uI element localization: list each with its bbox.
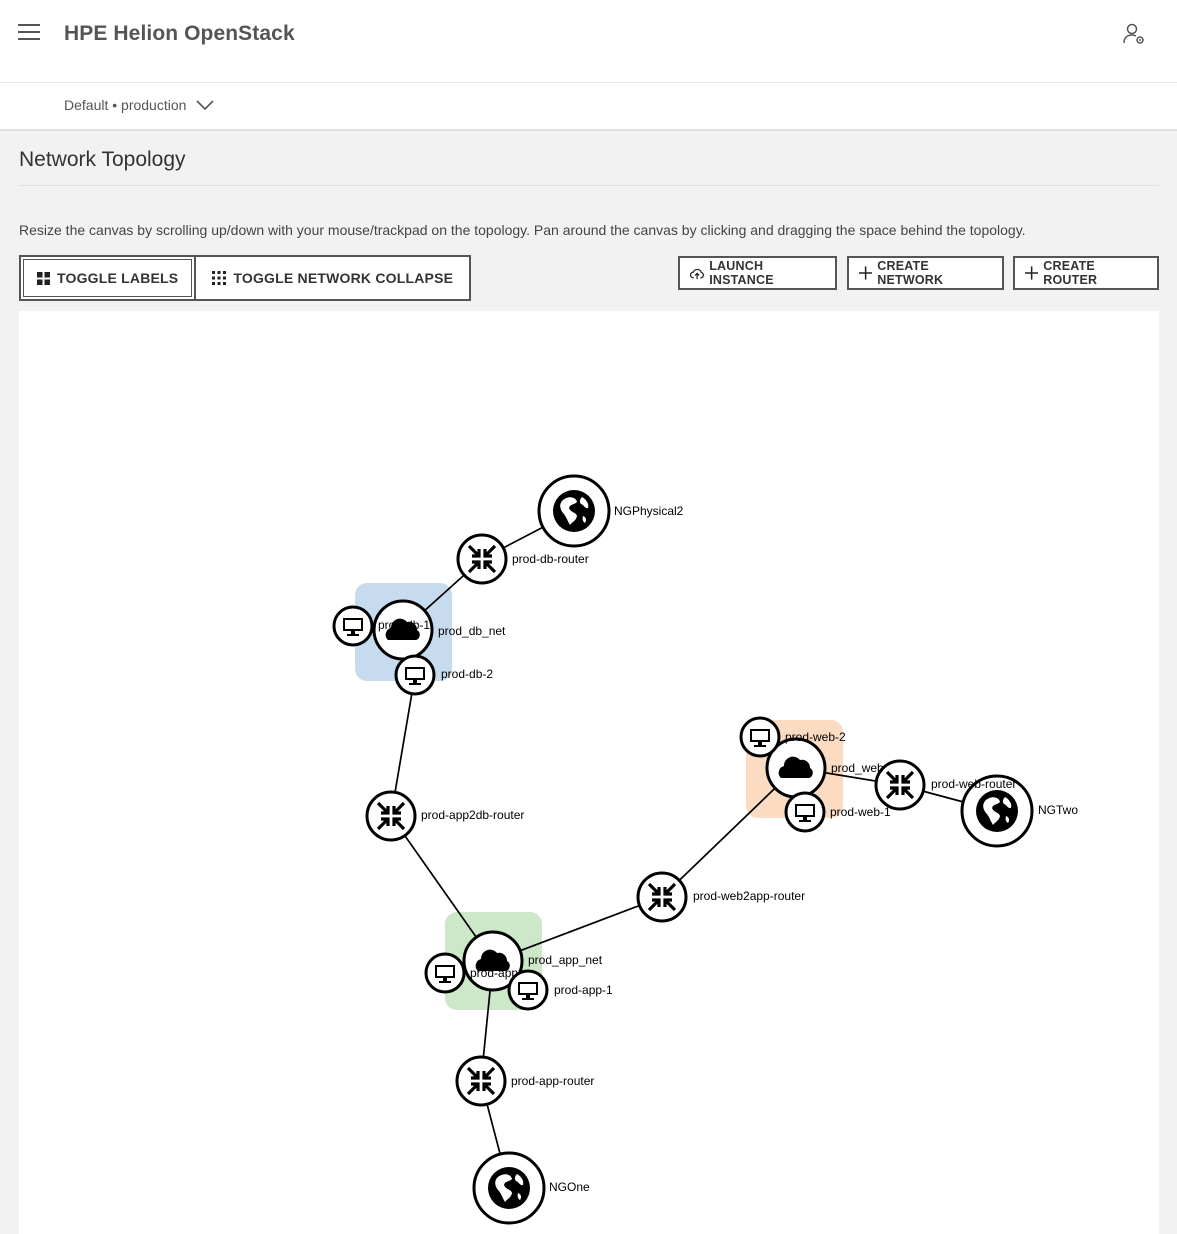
topology-canvas[interactable]: NGPhysical2 NGTwo NGOne prod-db-router p… (19, 311, 1159, 1234)
instance-prod-db-1[interactable] (332, 605, 374, 647)
node-label: prod-web-router (931, 777, 1016, 791)
node-label: prod-app-1 (554, 983, 613, 997)
top-bar: HPE Helion OpenStack (0, 0, 1177, 83)
grid-icon (37, 271, 50, 285)
launch-instance-label: LAUNCH INSTANCE (709, 259, 774, 287)
globe-icon (976, 790, 1018, 832)
node-label: NGPhysical2 (614, 504, 684, 518)
plus-icon (859, 266, 873, 280)
node-label: prod-app (470, 966, 518, 980)
project-bar: Default • production (0, 83, 1177, 131)
network-prod-app-net[interactable] (462, 930, 524, 992)
instance-prod-web-1[interactable] (784, 791, 826, 833)
node-label: prod-db-router (512, 552, 589, 566)
router-prod-app2db-router[interactable] (365, 790, 417, 842)
help-text: Resize the canvas by scrolling up/down w… (19, 222, 1026, 238)
create-router-label: CREATE ROUTER (1043, 259, 1098, 287)
node-label: prod-db-1 (378, 618, 430, 632)
node-label: prod_db_net (438, 624, 506, 638)
node-label: prod-db-2 (441, 667, 493, 681)
node-label: NGTwo (1038, 803, 1078, 817)
external-network-ngtwo[interactable] (960, 774, 1034, 848)
topology-svg[interactable]: NGPhysical2 NGTwo NGOne prod-db-router p… (19, 311, 1159, 1234)
create-network-button[interactable]: CREATE NETWORK (847, 256, 1004, 290)
instance-prod-app[interactable] (424, 952, 466, 994)
router-prod-app-router[interactable] (455, 1055, 507, 1107)
node-label: prod_web (831, 761, 884, 775)
instance-prod-app-1[interactable] (507, 969, 549, 1011)
globe-icon (488, 1167, 530, 1209)
node-label: prod-app-router (511, 1074, 594, 1088)
plus-icon (1025, 266, 1039, 280)
project-selector[interactable]: Default • production (64, 97, 214, 113)
node-label: prod_app_net (528, 953, 603, 967)
app-title: HPE Helion OpenStack (64, 22, 295, 45)
toggle-network-collapse-button[interactable]: TOGGLE NETWORK COLLAPSE (196, 257, 470, 299)
user-settings-icon[interactable] (1122, 22, 1146, 46)
external-network-ngone[interactable] (472, 1151, 546, 1225)
node-label: prod-app2db-router (421, 808, 524, 822)
node-label: prod-web-1 (830, 805, 891, 819)
router-prod-web-router[interactable] (874, 759, 926, 811)
toggle-button-group: TOGGLE LABELS TOGGLE NETWORK COLLAPSE (19, 255, 472, 301)
cloud-upload-icon (690, 268, 704, 279)
router-prod-db-router[interactable] (456, 533, 508, 585)
external-network-ngphysical2[interactable] (537, 474, 611, 548)
toggle-network-collapse-label: TOGGLE NETWORK COLLAPSE (233, 270, 454, 286)
divider (19, 185, 1159, 186)
hamburger-icon[interactable] (18, 24, 40, 42)
toggle-labels-label: TOGGLE LABELS (57, 270, 179, 286)
instance-prod-web-2[interactable] (739, 716, 781, 758)
router-prod-web2app-router[interactable] (636, 871, 688, 923)
dots-grid-icon (212, 271, 227, 285)
chevron-down-icon (196, 100, 214, 111)
instance-prod-db-2[interactable] (394, 654, 436, 696)
toggle-labels-button[interactable]: TOGGLE LABELS (21, 257, 197, 299)
project-selector-label: Default • production (64, 97, 187, 113)
node-label: prod-web-2 (785, 730, 846, 744)
launch-instance-button[interactable]: LAUNCH INSTANCE (678, 256, 837, 290)
create-network-label: CREATE NETWORK (877, 259, 944, 287)
globe-icon (553, 490, 595, 532)
page-title: Network Topology (19, 148, 186, 171)
node-label: prod-web2app-router (693, 889, 805, 903)
create-router-button[interactable]: CREATE ROUTER (1013, 256, 1159, 290)
node-label: NGOne (549, 1180, 590, 1194)
